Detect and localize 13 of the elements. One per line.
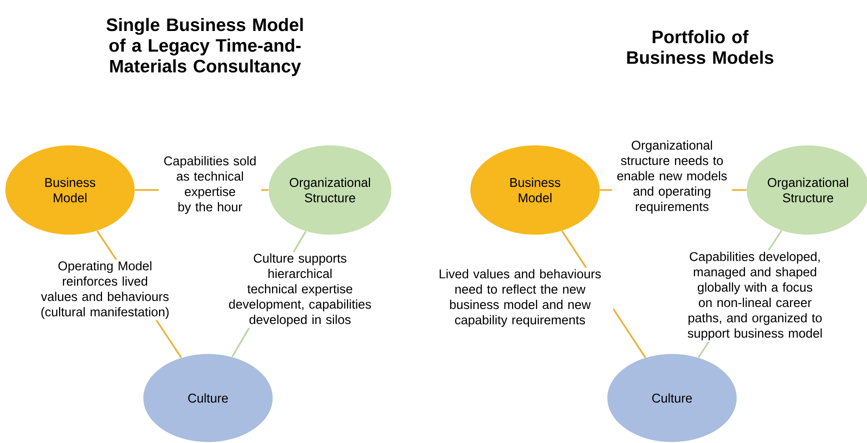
panel-title: Single Business Model of a Legacy Time-and-Materials Consultancy — [106, 18, 303, 76]
edge-label: Lived values and behaviours need to reflect the new business model and new capability requirements — [426, 268, 614, 328]
ellipse-node: Business Model — [470, 145, 600, 235]
panel-title: Portfolio of Business Models — [627, 30, 774, 64]
edge-label: Capabilities developed, managed and shaped globally with a focus on non-lineal career paths, and organized to support business model — [672, 250, 838, 342]
edge-label: Operating Model reinforces lived values and behaviours (cultural manifestation) — [29, 260, 181, 320]
ellipse-node: Business Model — [5, 145, 135, 235]
ellipse-node: Organizational Structure — [268, 145, 392, 235]
edge-label: Culture supports hierarchical technical expertise development, capabilities developed in silos — [218, 252, 382, 328]
ellipse-node: Culture — [143, 354, 273, 442]
edge-label: Capabilities sold as technical expertise by the hour — [158, 154, 262, 216]
ellipse-node: Culture — [607, 354, 737, 442]
edge-label: Organizational structure needs to enable new models and operating requirements — [612, 139, 732, 215]
